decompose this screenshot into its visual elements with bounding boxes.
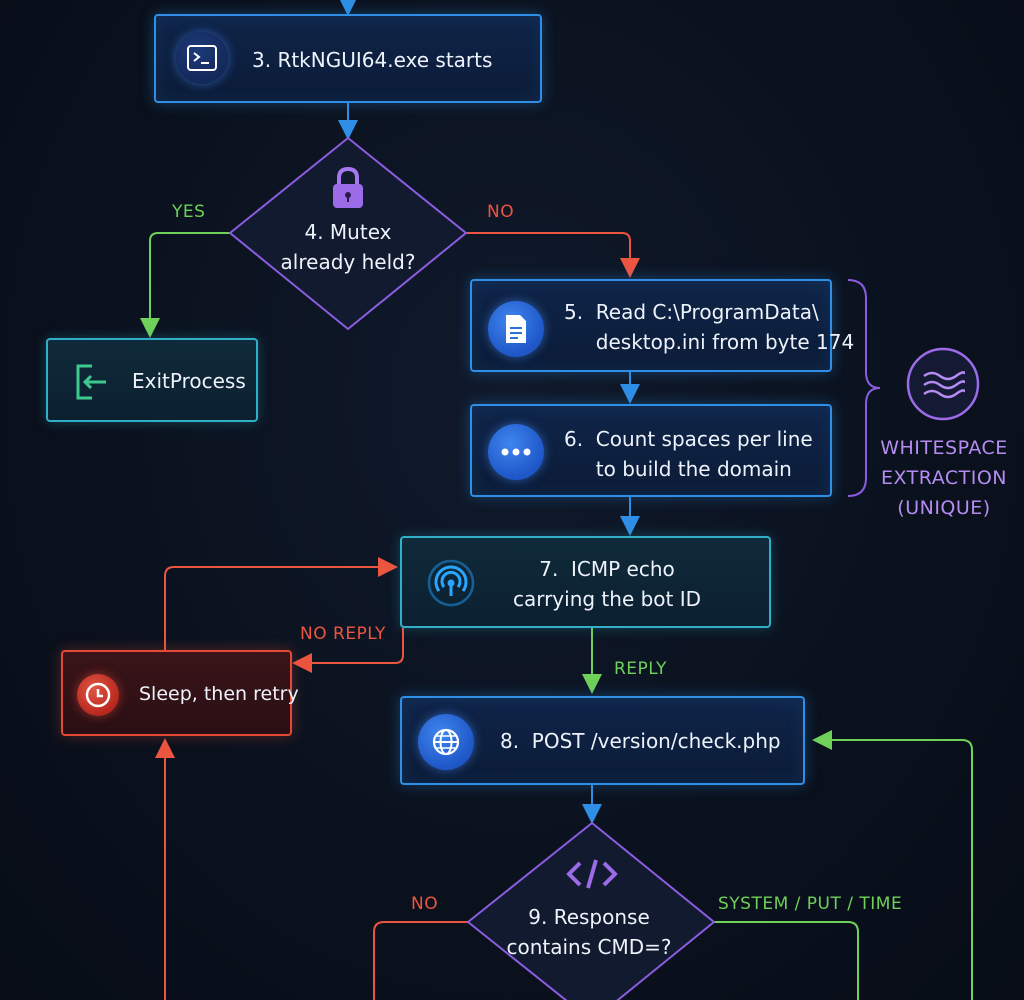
group-brace	[847, 279, 881, 497]
step9-label: 9. Response contains CMD=?	[506, 905, 672, 959]
node-step5: 5. Read C:\ProgramData\ desktop.ini from…	[470, 279, 854, 372]
arrow-no-step5	[466, 232, 640, 278]
waves-circle	[906, 347, 980, 421]
step7-label: 7. ICMP echo carrying the bot ID	[512, 557, 702, 611]
step3-label: 3. RtkNGUI64.exe starts	[252, 48, 493, 72]
lock-icon	[328, 165, 368, 211]
document-icon	[488, 301, 544, 357]
label-yes: YES	[172, 202, 206, 222]
waves-icon	[921, 368, 967, 402]
step5-label: 5. Read C:\ProgramData\ desktop.ini from…	[564, 300, 855, 354]
clock-icon	[77, 674, 119, 716]
sleep-label: Sleep, then retry	[139, 683, 299, 705]
code-icon	[566, 857, 618, 891]
node-step6: 6. Count spaces per line to build the do…	[470, 404, 832, 497]
node-sleep: Sleep, then retry	[61, 650, 299, 736]
step4-label: 4. Mutex already held?	[280, 220, 416, 274]
step6-label: 6. Count spaces per line to build the do…	[564, 427, 813, 481]
exit-label: ExitProcess	[132, 369, 246, 393]
label-no-reply: NO REPLY	[300, 624, 386, 644]
ellipsis-icon	[488, 424, 544, 480]
label-no-mutex: NO	[487, 202, 515, 222]
exit-door-icon	[72, 362, 112, 402]
arrow-system-put-time	[714, 921, 859, 1000]
arrow-loop-step8	[812, 730, 973, 1000]
label-reply: REPLY	[614, 659, 667, 679]
decision-step9	[466, 821, 716, 1000]
arrow-noreply-sleep	[292, 628, 404, 673]
label-system-put-time: SYSTEM / PUT / TIME	[718, 894, 903, 914]
terminal-icon	[176, 32, 228, 84]
signal-icon	[426, 558, 476, 608]
decision-step4	[228, 136, 468, 331]
node-step3: 3. RtkNGUI64.exe starts	[154, 14, 542, 103]
arrow-sleep-step7	[164, 557, 398, 650]
node-exit: ExitProcess	[46, 338, 258, 422]
node-step8: 8. POST /version/check.php	[400, 696, 805, 785]
whitespace-extraction-label: WHITESPACE EXTRACTION (UNIQUE)	[880, 437, 1008, 519]
label-no-cmd: NO	[411, 894, 439, 914]
arrow-yes-exit	[140, 232, 230, 338]
node-step7: 7. ICMP echo carrying the bot ID	[400, 536, 771, 628]
step8-label: 8. POST /version/check.php	[500, 729, 781, 753]
globe-icon	[418, 714, 474, 770]
arrow-no-cmd	[373, 921, 468, 1000]
